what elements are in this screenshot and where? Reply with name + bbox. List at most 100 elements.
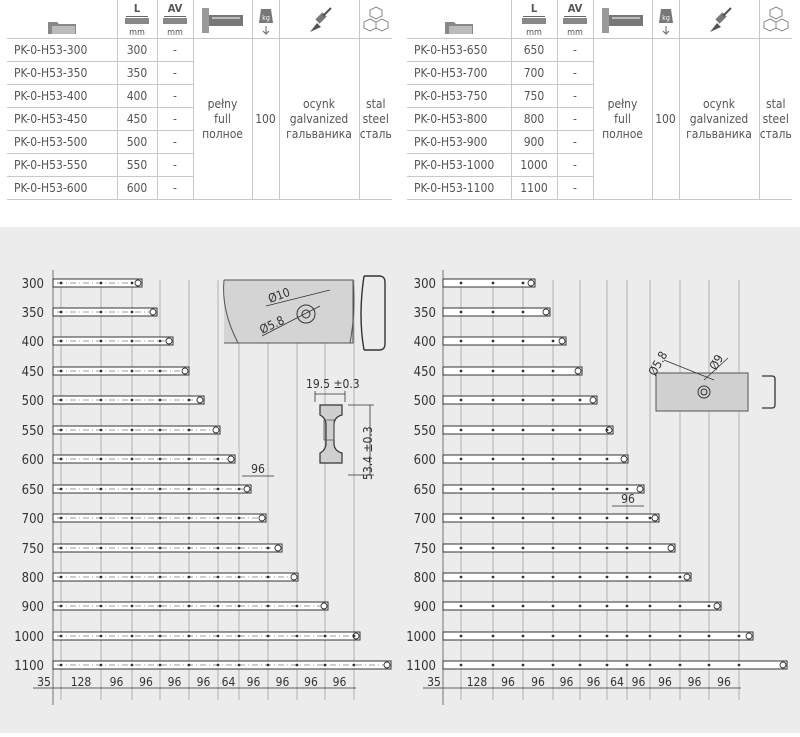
mounting-hole <box>59 604 63 608</box>
rail-end-hole <box>779 661 787 669</box>
profile-section: 19.5 ±0.3 53.4 ±0.3 <box>306 377 375 480</box>
hole-d9-label: Ø9 <box>706 352 726 372</box>
mounting-hole <box>551 604 555 608</box>
mounting-hole <box>59 663 63 667</box>
mounting-hole <box>158 663 162 667</box>
mounting-hole <box>216 516 220 520</box>
rail-end-hole <box>383 661 391 669</box>
mounting-hole <box>99 604 103 608</box>
mounting-hole <box>459 663 463 667</box>
length-label: 300 <box>22 277 44 292</box>
mounting-hole <box>737 663 741 667</box>
kg-label: kg <box>262 14 270 22</box>
length-label: 1000 <box>406 630 436 645</box>
mounting-hole <box>459 281 463 285</box>
mounting-hole <box>459 546 463 550</box>
length-label: 400 <box>414 335 436 350</box>
mounting-hole <box>99 428 103 432</box>
length-value: 400 <box>116 84 158 108</box>
spacing-label: 96 <box>139 675 153 689</box>
mounting-hole <box>578 634 582 638</box>
mounting-hole <box>130 281 134 285</box>
folder-icon <box>47 22 76 34</box>
mounting-hole <box>491 604 495 608</box>
mounting-hole <box>578 604 582 608</box>
product-code: PK-0-H53-900 <box>407 130 512 154</box>
mounting-hole <box>59 428 63 432</box>
mounting-hole <box>323 634 327 638</box>
mounting-hole <box>59 516 63 520</box>
length-value: 450 <box>116 107 158 131</box>
av-value: - <box>556 84 593 108</box>
mounting-hole <box>459 487 463 491</box>
rail-bar <box>442 336 567 346</box>
length-label: 800 <box>414 571 436 586</box>
mounting-hole <box>99 516 103 520</box>
rail-bar <box>442 278 536 288</box>
length-value: 300 <box>116 38 158 62</box>
mounting-hole <box>491 369 495 373</box>
spacing-label: 128 <box>71 675 92 689</box>
product-code: PK-0-H53-800 <box>407 107 512 131</box>
length-label: 350 <box>414 306 436 321</box>
mounting-hole <box>491 339 495 343</box>
spacing-label: 35 <box>37 675 51 689</box>
length-icon <box>522 16 546 24</box>
load-cell: 100 <box>651 38 680 200</box>
mounting-hole <box>99 575 103 579</box>
mounting-hole <box>216 575 220 579</box>
mounting-hole <box>99 457 103 461</box>
mounting-hole <box>216 604 220 608</box>
mounting-hole <box>266 604 270 608</box>
mounting-hole <box>459 575 463 579</box>
spacing-label: 96 <box>531 675 545 689</box>
pitch-label: 96 <box>251 462 265 476</box>
spacing-label: 96 <box>304 675 318 689</box>
mounting-hole <box>578 663 582 667</box>
boxes-icon <box>763 6 789 32</box>
mounting-hole <box>551 516 555 520</box>
mounting-hole <box>459 516 463 520</box>
spacing-label: 96 <box>168 675 182 689</box>
length-label: 400 <box>22 335 44 350</box>
mounting-hole <box>158 339 162 343</box>
mounting-hole <box>130 398 134 402</box>
rail-bar <box>442 660 788 670</box>
mounting-hole <box>99 634 103 638</box>
mm-unit: mm <box>167 28 183 38</box>
mounting-hole <box>237 546 241 550</box>
rail-bar <box>442 366 583 376</box>
mounting-hole <box>459 428 463 432</box>
mounting-hole <box>459 339 463 343</box>
length-label: 450 <box>414 365 436 380</box>
length-value: 1000 <box>510 153 558 177</box>
mounting-hole <box>130 604 134 608</box>
mounting-hole <box>491 546 495 550</box>
rail-bar <box>442 454 629 464</box>
mounting-hole <box>237 663 241 667</box>
material-header <box>358 0 392 39</box>
right-rail-diagram: 3003504004505005506006507007508009001000… <box>406 270 788 705</box>
mounting-hole <box>266 634 270 638</box>
mounting-hole <box>187 575 191 579</box>
rail-end-hole <box>290 573 298 581</box>
brush-icon <box>710 7 732 32</box>
mounting-hole <box>678 663 682 667</box>
length-value: 600 <box>116 176 158 200</box>
product-code: PK-0-H53-400 <box>7 84 118 108</box>
mounting-hole <box>678 634 682 638</box>
product-code: PK-0-H53-700 <box>407 61 512 85</box>
mounting-hole <box>158 457 162 461</box>
rail-end-hole <box>134 279 142 287</box>
mounting-hole <box>352 663 356 667</box>
length-value: 550 <box>116 153 158 177</box>
mounting-hole <box>491 516 495 520</box>
length-label: 550 <box>22 424 44 439</box>
